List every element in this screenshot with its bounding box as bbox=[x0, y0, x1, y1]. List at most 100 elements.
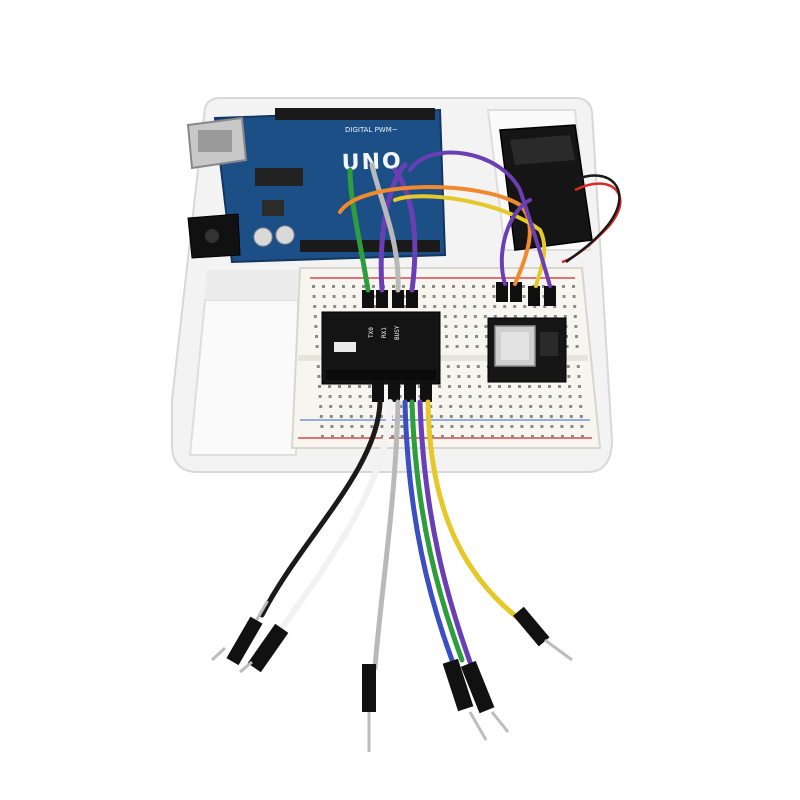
breadboard-hole bbox=[319, 415, 323, 418]
barrel-jack-icon bbox=[187, 213, 241, 259]
breadboard-hole bbox=[313, 305, 317, 308]
breadboard-hole bbox=[479, 415, 483, 418]
breadboard-hole bbox=[456, 365, 460, 368]
breadboard-hole bbox=[369, 415, 373, 418]
breadboard-hole bbox=[348, 385, 351, 388]
breadboard-hole bbox=[469, 405, 473, 408]
module-pin-labels: TX0 RX1 BUSY bbox=[368, 325, 401, 340]
breadboard-hole bbox=[477, 375, 481, 378]
breadboard-hole bbox=[565, 345, 569, 348]
breadboard-hole bbox=[462, 295, 466, 298]
jumper-pin-tips bbox=[210, 600, 573, 752]
breadboard-hole bbox=[566, 365, 570, 368]
breadboard-hole bbox=[567, 375, 571, 378]
breadboard-hole bbox=[440, 425, 444, 428]
breadboard-hole bbox=[519, 415, 523, 418]
breadboard-hole bbox=[498, 395, 502, 398]
breadboard-hole bbox=[563, 305, 567, 308]
breadboard-hole bbox=[331, 435, 334, 438]
breadboard-hole bbox=[455, 335, 458, 338]
breadboard-hole bbox=[438, 395, 442, 398]
breadboard-hole bbox=[493, 305, 497, 308]
breadboard-hole bbox=[348, 395, 352, 398]
breadboard-hole bbox=[338, 395, 342, 398]
breadboard-hole bbox=[473, 315, 477, 318]
breadboard-hole bbox=[548, 395, 552, 398]
breadboard-hole bbox=[553, 315, 557, 318]
breadboard-hole bbox=[459, 405, 463, 408]
breadboard-hole bbox=[509, 405, 513, 408]
breadboard-hole bbox=[542, 285, 545, 288]
breadboard-hole bbox=[522, 295, 526, 298]
microsd-slot-icon bbox=[494, 325, 536, 367]
breadboard-hole bbox=[503, 305, 507, 308]
breadboard-hole bbox=[541, 435, 544, 438]
breadboard-hole bbox=[349, 415, 353, 418]
breadboard-hole bbox=[315, 335, 318, 338]
breadboard-hole bbox=[520, 425, 524, 428]
breadboard-hole bbox=[341, 435, 344, 438]
breadboard-hole bbox=[362, 285, 365, 288]
crystal bbox=[262, 200, 284, 216]
breadboard-hole bbox=[318, 385, 321, 388]
breadboard-hole bbox=[418, 385, 421, 388]
breadboard-hole bbox=[318, 395, 322, 398]
breadboard-hole bbox=[548, 385, 551, 388]
breadboard-hole bbox=[370, 425, 374, 428]
breadboard-hole bbox=[485, 335, 488, 338]
breadboard-hole bbox=[373, 305, 377, 308]
breadboard-hole bbox=[467, 375, 471, 378]
breadboard-hole bbox=[550, 425, 554, 428]
breadboard-hole bbox=[511, 435, 514, 438]
breadboard-hole bbox=[475, 335, 478, 338]
pin-label-rx: RX1 bbox=[381, 327, 388, 338]
breadboard-hole bbox=[429, 405, 433, 408]
breadboard-hole bbox=[442, 295, 446, 298]
breadboard-hole bbox=[528, 385, 531, 388]
breadboard-hole bbox=[369, 405, 373, 408]
breadboard-hole bbox=[559, 415, 563, 418]
breadboard-hole bbox=[392, 285, 395, 288]
breadboard-hole bbox=[513, 305, 517, 308]
breadboard-hole bbox=[329, 415, 333, 418]
breadboard-hole bbox=[441, 435, 444, 438]
breadboard-hole bbox=[322, 285, 325, 288]
breadboard-hole bbox=[481, 435, 484, 438]
breadboard-hole bbox=[400, 425, 404, 428]
breadboard-hole bbox=[342, 295, 346, 298]
breadboard-hole bbox=[569, 405, 573, 408]
breadboard-hole bbox=[463, 305, 467, 308]
breadboard-hole bbox=[342, 285, 345, 288]
breadboard-hole bbox=[464, 325, 468, 328]
breadboard-hole bbox=[450, 425, 454, 428]
breadboard-hole bbox=[482, 295, 486, 298]
breadboard-hole bbox=[559, 405, 563, 408]
breadboard-hole bbox=[488, 395, 492, 398]
breadboard-hole bbox=[510, 425, 514, 428]
breadboard-hole bbox=[361, 435, 364, 438]
breadboard-hole bbox=[329, 405, 333, 408]
breadboard-hole bbox=[332, 295, 336, 298]
breadboard-hole bbox=[328, 385, 331, 388]
breadboard-hole bbox=[523, 305, 527, 308]
dupont-housings bbox=[362, 282, 556, 402]
breadboard-hole bbox=[433, 305, 437, 308]
breadboard-hole bbox=[568, 395, 572, 398]
breadboard-hole bbox=[323, 305, 327, 308]
breadboard-hole bbox=[579, 415, 583, 418]
breadboard-hole bbox=[430, 425, 434, 428]
breadboard-hole bbox=[465, 335, 468, 338]
breadboard-hole bbox=[398, 395, 402, 398]
breadboard-hole bbox=[539, 415, 543, 418]
breadboard-hole bbox=[321, 435, 324, 438]
breadboard-hole bbox=[538, 385, 541, 388]
usb-chip bbox=[255, 168, 303, 186]
breadboard-hole bbox=[338, 385, 341, 388]
breadboard-hole bbox=[446, 365, 450, 368]
breadboard-hole bbox=[531, 435, 534, 438]
breadboard-hole bbox=[469, 415, 473, 418]
breadboard-hole bbox=[551, 435, 554, 438]
breadboard-hole bbox=[476, 365, 480, 368]
breadboard-hole bbox=[349, 405, 353, 408]
breadboard-hole bbox=[443, 315, 447, 318]
